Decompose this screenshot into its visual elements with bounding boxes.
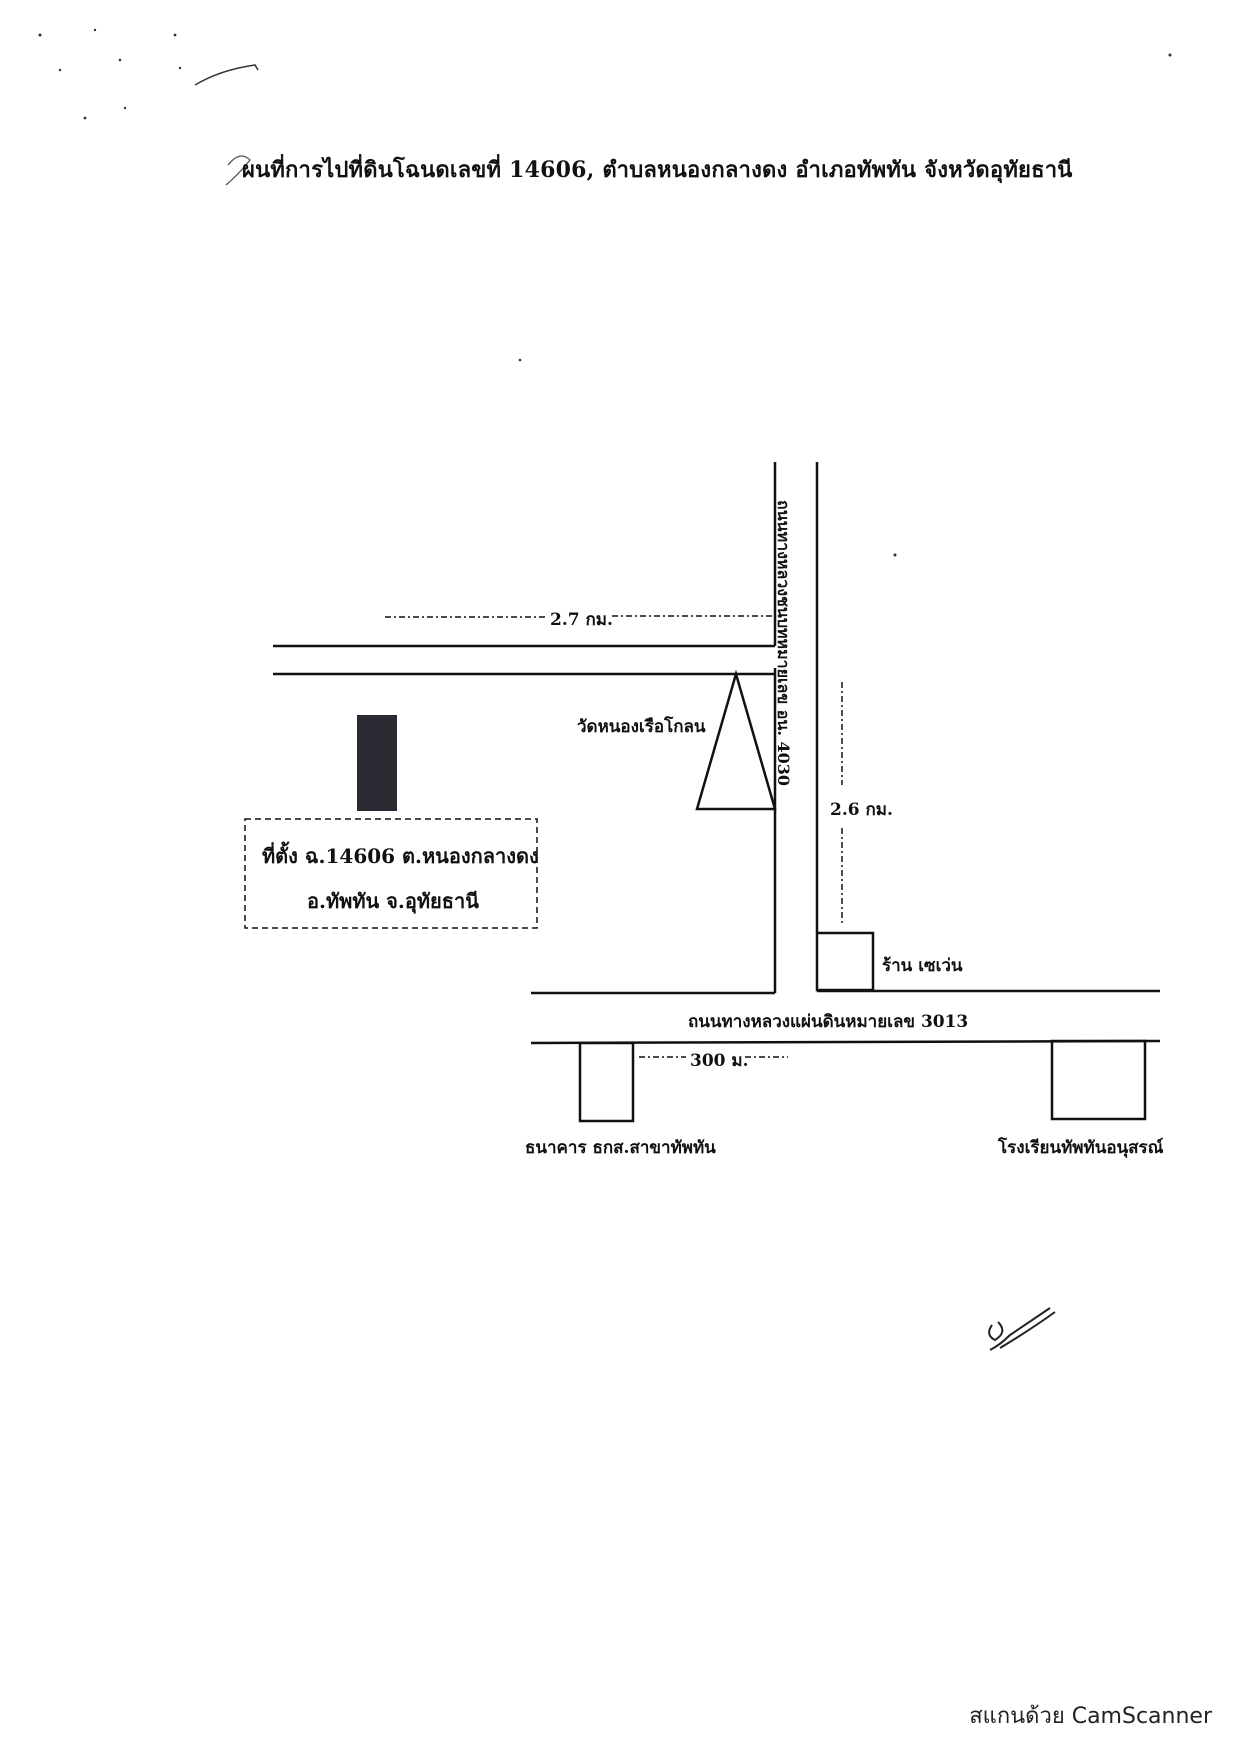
signature-icon	[988, 1307, 1056, 1351]
distance-top-label: 2.7 กม.	[550, 610, 613, 630]
distance-bottom-label: 300 ม.	[690, 1051, 749, 1071]
bank-box	[578, 1041, 635, 1123]
plot-location-line1: ที่ตั้ง ฉ.14606 ต.หนองกลางดง	[262, 844, 539, 868]
title-mark	[225, 155, 251, 186]
shop-box	[815, 931, 875, 992]
scan-mark	[194, 64, 259, 86]
shop-label: ร้าน เซเว่น	[882, 956, 963, 976]
bank-label: ธนาคาร ธกส.สาขาทัพทัน	[525, 1138, 716, 1158]
page-title: ผนที่การไปที่ดินโฉนดเลขที่ 14606, ตำบลหน…	[242, 157, 1073, 183]
road-4030-label: ถนนทางหลวงชนบทหมายเลข อน. 4030	[774, 500, 793, 787]
plot-marker-icon	[357, 715, 397, 811]
upper-road	[273, 644, 775, 676]
school-box	[1050, 1039, 1147, 1121]
scanner-watermark: สแกนด้วย CamScanner	[969, 1704, 1212, 1729]
plot-location-line2: อ.ทัพทัน จ.อุทัยธานี	[307, 889, 479, 913]
distance-lines	[385, 615, 843, 1058]
vertical-road	[773, 462, 819, 993]
temple-label: วัดหนองเรือโกลน	[577, 717, 706, 737]
scan-specks	[38, 28, 1172, 557]
temple-triangle-icon	[695, 669, 777, 811]
school-label: โรงเรียนทัพทันอนุสรณ์	[998, 1138, 1164, 1158]
distance-right-label: 2.6 กม.	[830, 800, 893, 820]
road-3013-label: ถนนทางหลวงแผ่นดินหมายเลข 3013	[688, 1012, 969, 1032]
plot-info-box	[244, 818, 538, 929]
